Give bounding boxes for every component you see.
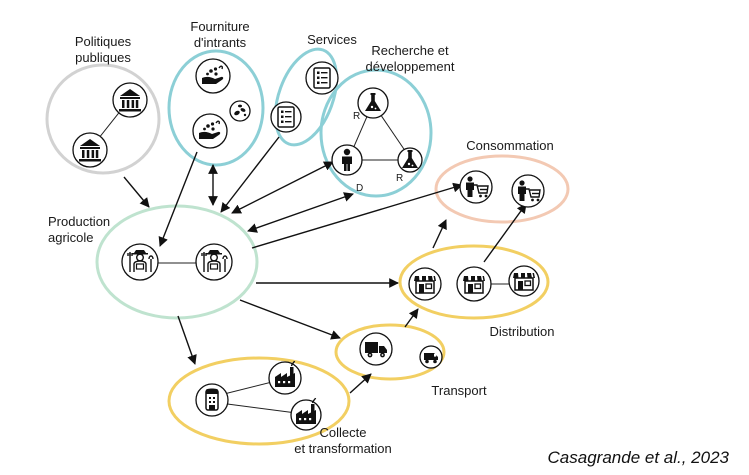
label-recherche-1: Recherche et bbox=[371, 43, 449, 58]
transport-node-1 bbox=[359, 332, 393, 366]
distribution-node-1 bbox=[408, 267, 442, 301]
recherche-cluster bbox=[319, 68, 433, 198]
production-node-2 bbox=[195, 243, 233, 281]
arrow-distribution-consommation-2 bbox=[483, 203, 527, 263]
arrow-production-collecte bbox=[177, 315, 197, 365]
citation: Casagrande et al., 2023 bbox=[548, 448, 730, 467]
production-cluster bbox=[95, 204, 259, 320]
arrow-production-consommation bbox=[251, 182, 463, 249]
politiques-cluster bbox=[45, 63, 161, 175]
consommation-node-1 bbox=[459, 170, 493, 204]
arrow-transport-distribution bbox=[404, 308, 419, 328]
label-distribution: Distribution bbox=[489, 324, 554, 339]
transport-node-2 bbox=[419, 345, 443, 369]
recherche-node-right bbox=[397, 147, 423, 173]
consommation-node-2 bbox=[511, 174, 545, 208]
collecte-node-factory-2 bbox=[290, 397, 322, 431]
arrow-recherche-production-1 bbox=[231, 161, 334, 214]
label-fourniture-2: d'intrants bbox=[194, 35, 247, 50]
transport-cluster bbox=[334, 323, 446, 381]
distribution-node-3 bbox=[508, 265, 540, 297]
services-node-1 bbox=[305, 61, 339, 95]
label-production-2: agricole bbox=[48, 230, 94, 245]
label-transport: Transport bbox=[431, 383, 487, 398]
production-node-1 bbox=[121, 243, 159, 281]
intrants-node-2 bbox=[229, 100, 251, 122]
rd-letter-bottom-right: R bbox=[396, 173, 403, 184]
collecte-node-silo bbox=[195, 383, 229, 417]
services-node-2 bbox=[270, 101, 302, 133]
distribution-node-2 bbox=[456, 266, 492, 302]
intrants-node-3 bbox=[192, 113, 228, 149]
recherche-node-top bbox=[357, 87, 389, 119]
label-fourniture-1: Fourniture bbox=[190, 19, 249, 34]
arrow-production-transport bbox=[239, 299, 341, 340]
collecte-node-factory-1 bbox=[268, 360, 302, 395]
collecte-cluster bbox=[167, 356, 351, 446]
label-collecte-2: et transformation bbox=[294, 441, 392, 456]
arrow-recherche-production-2 bbox=[247, 192, 354, 233]
arrow-distribution-consommation-1 bbox=[432, 219, 447, 249]
label-production-1: Production bbox=[48, 214, 110, 229]
arrow-intrants-production bbox=[158, 151, 198, 247]
arrow-politiques-production bbox=[123, 176, 150, 208]
recherche-node-left bbox=[331, 144, 363, 176]
label-politiques-2: publiques bbox=[75, 50, 131, 65]
services-cluster bbox=[273, 47, 339, 147]
label-recherche-2: développement bbox=[366, 59, 455, 74]
rd-letter-bottom-left: D bbox=[356, 183, 363, 194]
politiques-node-2 bbox=[72, 132, 108, 168]
politiques-node-1 bbox=[112, 82, 148, 118]
rd-letter-top: R bbox=[353, 111, 360, 122]
consommation-cluster bbox=[434, 154, 570, 224]
label-politiques-1: Politiques bbox=[75, 34, 132, 49]
label-collecte-1: Collecte bbox=[320, 425, 367, 440]
label-consommation: Consommation bbox=[466, 138, 553, 153]
intrants-node-1 bbox=[195, 58, 231, 94]
arrow-collecte-transport bbox=[349, 373, 372, 394]
label-services: Services bbox=[307, 32, 357, 47]
distribution-cluster bbox=[398, 244, 550, 320]
